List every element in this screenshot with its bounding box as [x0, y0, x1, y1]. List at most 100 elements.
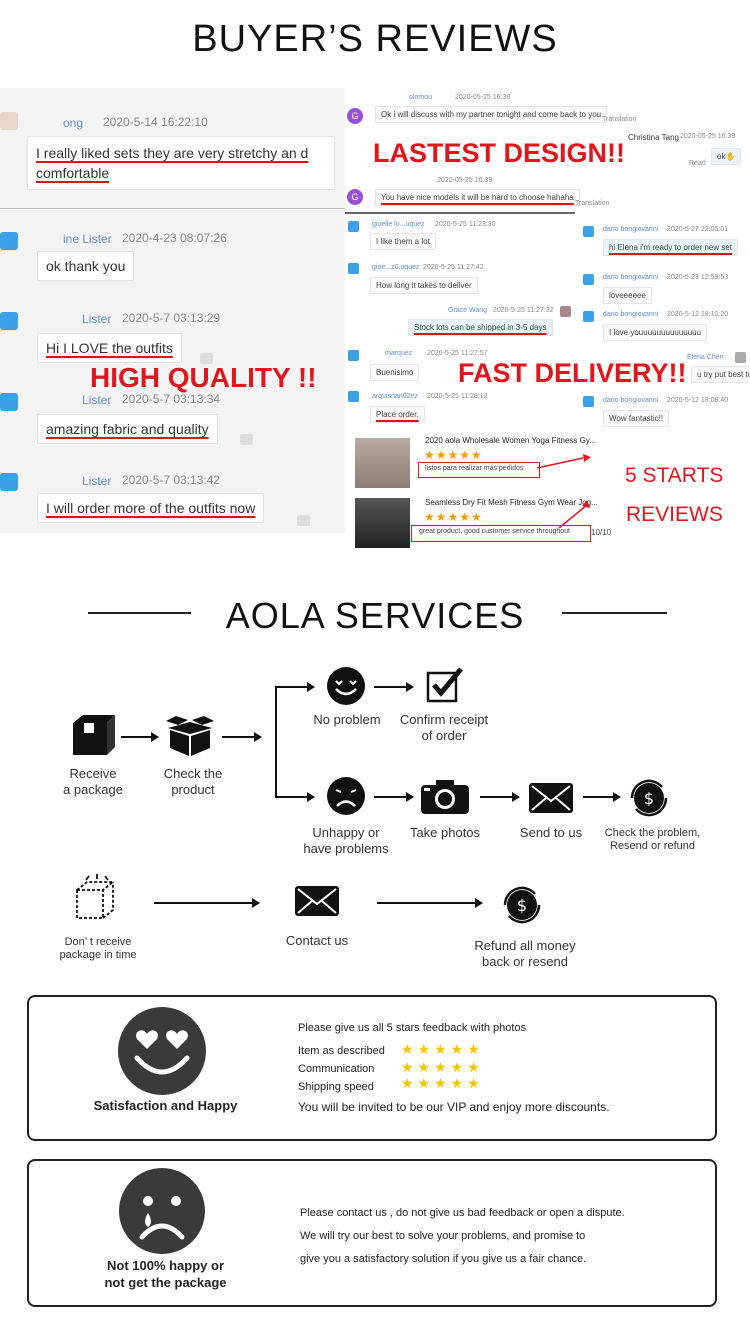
chat-time: 2020-5-25 11:23:30: [435, 221, 496, 228]
product-stars: ★★★★★: [424, 510, 483, 524]
chat-text: hi Elena i'm ready to order new set: [609, 243, 732, 252]
envelope-icon: [295, 886, 339, 916]
right-review-panel: olomou 2020-05-25 16:38 G Ok i will disc…: [345, 88, 750, 553]
avatar: [0, 393, 18, 411]
chat-bubble: Place order.: [370, 406, 425, 423]
flow-arrow: [480, 792, 520, 802]
arrowhead: [582, 500, 590, 508]
title-rule-left: [88, 612, 191, 614]
product-image: [355, 498, 410, 548]
avatar: [0, 312, 18, 330]
chat-time: 2020-5-7 03:13:34: [122, 392, 221, 406]
happy-face-icon: [327, 667, 365, 705]
chat-bubble: Buenisimo: [370, 364, 420, 381]
step-confirm: Confirm receipt of order: [399, 712, 489, 743]
chat-text: You have nice models it will be hard to …: [381, 193, 574, 202]
chat-name: dario bongiovanni: [603, 226, 659, 233]
chat-name: dario bongiovanni: [603, 274, 659, 281]
chat-bubble: ok✋: [711, 148, 742, 165]
chat-bubble: amazing fabric and quality: [37, 414, 218, 444]
avatar: G: [347, 189, 363, 205]
chat-name: Grace Wang: [448, 307, 488, 314]
avatar: [560, 306, 571, 317]
chat-name: olomou: [409, 94, 432, 101]
chat-name: ine Lister: [63, 232, 112, 246]
more-button[interactable]: [200, 353, 213, 364]
chat-name: gioe...z0.uquez: [372, 264, 420, 271]
more-button[interactable]: [240, 434, 253, 445]
chat-time: 2020-5-25 11:27:57: [427, 350, 488, 357]
step-unhappy: Unhappy or have problems: [303, 825, 389, 856]
chat-name: dario bongiovanni: [603, 397, 659, 404]
highlight-box: [411, 525, 591, 542]
chat-bubble: Ok i will discuss with my partner tonigh…: [375, 106, 608, 123]
chat-text: I will order more of the outfits now: [46, 500, 256, 516]
chat-name: Lister: [82, 393, 112, 407]
chat-text: ok: [717, 152, 726, 161]
chat-bubble: I love youuuuuuuuuuuuuu: [603, 324, 708, 341]
chat-bubble: How long it takes to deliver: [370, 277, 478, 294]
chat-name: Christina Tang: [628, 133, 679, 142]
step-receive: Receive a package: [63, 766, 123, 797]
chat-text: I really liked sets they are very stretc…: [36, 145, 309, 181]
crying-face-icon: [119, 1168, 205, 1254]
chat-time: 2020-5-25 11:27:42: [423, 264, 484, 271]
flow-arrow: [121, 732, 159, 742]
chat-time: 2020-5-7 03:13:29: [122, 311, 221, 325]
avatar: [348, 221, 359, 232]
branch-line: [275, 686, 277, 797]
chat-bubble: I like them a lot: [370, 233, 436, 250]
chat-name: Lister: [82, 474, 112, 488]
step-check: Check the product: [163, 766, 223, 797]
chat-time: 2020-05-25 16:39: [680, 133, 736, 140]
hand-icon: ✋: [725, 152, 736, 161]
avatar: [0, 112, 18, 130]
avatar: [348, 391, 359, 402]
translation-link[interactable]: Translation: [575, 200, 610, 207]
chat-time: 2020-5-27 22:05:01: [667, 226, 729, 233]
avatar: [735, 352, 746, 363]
avatar: [583, 311, 594, 322]
page-title: BUYER’S REVIEWS: [192, 18, 558, 60]
translation-link[interactable]: Translation: [602, 116, 637, 123]
chat-bubble: ok thank you: [37, 251, 135, 281]
avatar: [0, 473, 18, 491]
chat-bubble: u try put best to: [691, 366, 750, 383]
satisfaction-label: Satisfaction and Happy: [93, 1098, 238, 1113]
chat-time: 2020-5-23 12:59:53: [667, 274, 729, 281]
flow-arrow: [377, 898, 483, 908]
chat-bubble: Hi I LOVE the outfits: [37, 333, 182, 363]
camera-icon: [421, 780, 469, 814]
rating-item: Communication: [298, 1063, 375, 1075]
avatar: [348, 263, 359, 274]
chat-name: ong: [63, 116, 84, 130]
contact-line: Please contact us , do not give us bad f…: [300, 1207, 625, 1219]
chat-time: 2020-5-25 11:28:12: [427, 393, 488, 400]
chat-time: 2020-5-25 11:27:32: [493, 307, 554, 314]
step-resolve: Check the problem, Resend or refund: [604, 827, 701, 852]
fast-delivery-overlay: FAST DELIVERY!!: [458, 358, 687, 388]
product-review: great product, good customer service thr…: [419, 528, 570, 535]
sad-face-icon: [327, 777, 365, 815]
rating-stars: ★★★★★: [401, 1059, 484, 1075]
chat-name: gioelle lo...uquez: [372, 221, 425, 228]
five-stars-overlay: 5 STARTS: [625, 464, 724, 487]
chat-text: amazing fabric and quality: [46, 421, 209, 437]
left-review-panel: ong 2020-5-14 16:22:10 I really liked se…: [0, 88, 345, 533]
chat-bubble: hi Elena i'm ready to order new set: [603, 239, 738, 256]
chat-bubble: You have nice models it will be hard to …: [375, 189, 580, 206]
more-button[interactable]: [297, 515, 310, 526]
chat-bubble: Wow fantastic!!: [603, 410, 670, 427]
svg-text:$: $: [517, 896, 527, 915]
feedback-heading: Please give us all 5 stars feedback with…: [298, 1022, 527, 1034]
avatar: [583, 396, 594, 407]
avatar: G: [347, 108, 363, 124]
divider: [0, 208, 345, 209]
chat-time: 2020-5-12 18:10:20: [667, 311, 729, 318]
unhappy-label: Not 100% happy or not get the package: [104, 1258, 227, 1290]
chat-time: 2020-5-14 16:22:10: [103, 115, 208, 129]
chat-bubble: I really liked sets they are very stretc…: [27, 136, 335, 190]
read-status: Read: [689, 160, 706, 167]
red-arrows: [536, 454, 591, 529]
avatar: [348, 350, 359, 361]
